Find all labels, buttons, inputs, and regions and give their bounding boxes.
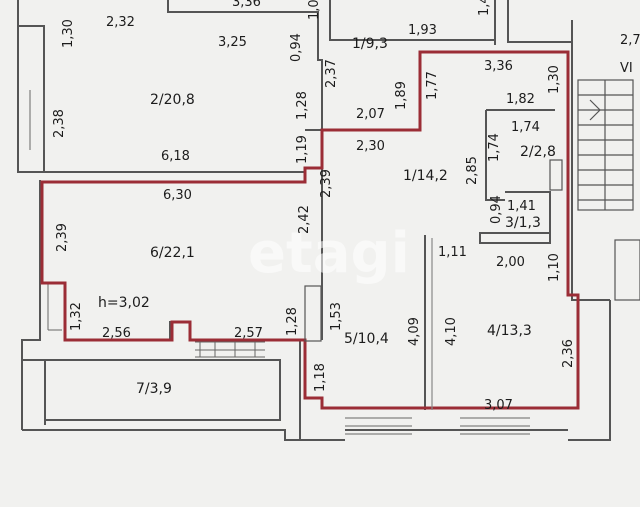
dimension-label: 1,10 — [547, 253, 562, 282]
dimension-label: 1,82 — [506, 92, 535, 107]
dimension-label: 2,32 — [106, 15, 135, 30]
dimension-label: 1,41 — [507, 199, 536, 214]
dimension-label: 1,93 — [408, 23, 437, 38]
dimension-label: 1,77 — [425, 71, 440, 100]
dimension-label: 1,09 — [307, 0, 322, 20]
dimension-label: 3,36 — [232, 0, 261, 10]
dimension-label: 1,19 — [295, 135, 310, 164]
watermark: etagi — [248, 221, 410, 286]
dimension-label: 2,30 — [356, 139, 385, 154]
room-label-r2b: 2/2,8 — [520, 144, 556, 160]
dimension-label: 2,38 — [52, 109, 67, 138]
room-label-r4: 4/13,3 — [487, 323, 532, 339]
room-label-rh: h=3,02 — [98, 295, 150, 311]
room-label-r3: 3/1,3 — [505, 215, 541, 231]
dimension-label: 2,07 — [356, 107, 385, 122]
dimension-label: 1,18 — [313, 363, 328, 392]
dimension-label: 6,18 — [161, 149, 190, 164]
dimension-label: 4,10 — [444, 317, 459, 346]
dimension-labels: 1,30 2,32 3,36 3,25 0,94 2,37 1,89 1,77 1,93 1,40… — [52, 0, 640, 413]
dimension-label: 2,39 — [55, 223, 70, 252]
dimension-label: 1,74 — [487, 133, 502, 162]
dimension-label: 1,28 — [285, 307, 300, 336]
room-labels: 1/9,3 1/14,2 2/20,8 2/2,8 3/1,3 4/13,3 5/10,4 6… — [98, 36, 556, 397]
dimension-label: 2,56 — [102, 326, 131, 341]
dimension-label: 4,09 — [407, 317, 422, 346]
dimension-label: 2,00 — [496, 255, 525, 270]
dimension-label: 3,07 — [484, 398, 513, 413]
room-label-r1b: 1/14,2 — [403, 168, 448, 184]
dimension-label: 2,85 — [465, 156, 480, 185]
dimension-label: 3,36 — [484, 59, 513, 74]
dimension-label: VI — [620, 61, 633, 76]
dimension-label: 1,11 — [438, 245, 467, 260]
dimension-label: 2,7 — [620, 33, 640, 48]
room-label-r6: 6/22,1 — [150, 245, 195, 261]
dimension-label: 3,25 — [218, 35, 247, 50]
dimension-label: 1,30 — [547, 65, 562, 94]
room-label-r2: 2/20,8 — [150, 92, 195, 108]
dimension-label: 1,53 — [329, 302, 344, 331]
dimension-label: 2,42 — [297, 205, 312, 234]
dimension-label: 1,28 — [295, 91, 310, 120]
dimension-label: 1,32 — [69, 302, 84, 331]
building-walls — [17, 0, 611, 441]
dimension-label: 2,36 — [561, 339, 576, 368]
dimension-label: 0,94 — [489, 195, 504, 224]
dimension-label: 6,30 — [163, 188, 192, 203]
dimension-label: 0,94 — [289, 33, 304, 62]
room-label-r1: 1/9,3 — [352, 36, 388, 52]
dimension-label: 1,89 — [394, 81, 409, 110]
room-label-r7: 7/3,9 — [136, 381, 172, 397]
dimension-label: 1,30 — [61, 19, 76, 48]
dimension-label: 2,57 — [234, 326, 263, 341]
staircase — [577, 79, 640, 301]
dimension-label: 1,40 — [477, 0, 492, 16]
window-marks — [29, 90, 530, 435]
fixtures — [304, 159, 563, 410]
dimension-label: 2,39 — [319, 169, 334, 198]
dimension-label: 2,37 — [324, 59, 339, 88]
dimension-label: 1,74 — [511, 120, 540, 135]
apartment-outline — [40, 50, 580, 410]
room-label-r5: 5/10,4 — [344, 331, 389, 347]
